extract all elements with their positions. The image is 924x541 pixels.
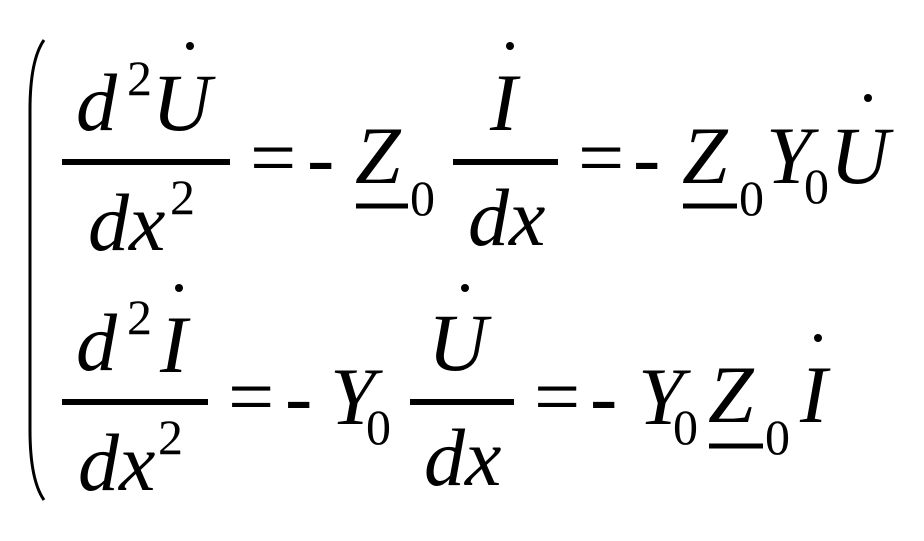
- left-brace: [28, 39, 46, 501]
- row2-Y-2: Y: [638, 351, 691, 442]
- row1-frac2-dot-icon: [506, 42, 514, 50]
- row1-frac2-num-I: I: [489, 57, 521, 148]
- row2-frac2-num-U: U: [428, 297, 492, 388]
- row1-frac1-num-exp: 2: [127, 50, 152, 106]
- row2-equals-2: =: [534, 351, 580, 442]
- row1-minus-1: -: [307, 112, 334, 203]
- row1-frac1-num-d: d: [76, 57, 118, 148]
- row1-Z-1-sub: 0: [410, 170, 435, 226]
- row2-Y-1: Y: [330, 351, 383, 442]
- row2-Z: Z: [708, 349, 755, 440]
- row1-frac1-den-exp: 2: [170, 169, 195, 225]
- row2-frac1-den-dx: dx: [78, 417, 155, 508]
- row2-frac1-num-exp: 2: [127, 289, 152, 345]
- row2-minus-2: -: [590, 351, 617, 442]
- row2-Y-2-sub: 0: [673, 399, 698, 455]
- row1-equals-2: =: [578, 112, 624, 203]
- row1-Y-sub: 0: [804, 158, 829, 214]
- row1-frac1-den-dx: dx: [88, 177, 165, 268]
- row2-frac1-den-exp: 2: [158, 409, 183, 465]
- row2-frac1-dot-icon: [175, 284, 183, 292]
- row1-equals-1: =: [250, 112, 296, 203]
- row2-frac2-den-dx: dx: [424, 412, 501, 503]
- row2-minus-1: -: [285, 351, 312, 442]
- row1-U-dot-icon: [864, 94, 872, 102]
- row1-Z-1: Z: [355, 110, 402, 201]
- row2-I: I: [799, 349, 831, 440]
- row1-Y: Y: [766, 110, 819, 201]
- row1-frac1-num-U: U: [152, 57, 216, 148]
- row2-equals-1: =: [228, 351, 274, 442]
- row2-frac1-num-I: I: [159, 299, 191, 390]
- row1-Z-2: Z: [682, 110, 729, 201]
- row1-Z-2-sub: 0: [739, 170, 764, 226]
- row1-minus-2: -: [633, 112, 660, 203]
- row2-Z-sub: 0: [765, 409, 790, 465]
- row2-frac1-num-d: d: [76, 297, 118, 388]
- row2-I-dot-icon: [814, 334, 822, 342]
- row1-frac2-den-dx: dx: [468, 172, 545, 263]
- row1-U: U: [830, 110, 894, 201]
- row2-Y-1-sub: 0: [366, 399, 391, 455]
- row2-frac2-dot-icon: [461, 284, 469, 292]
- row1-frac1-dot-icon: [186, 42, 194, 50]
